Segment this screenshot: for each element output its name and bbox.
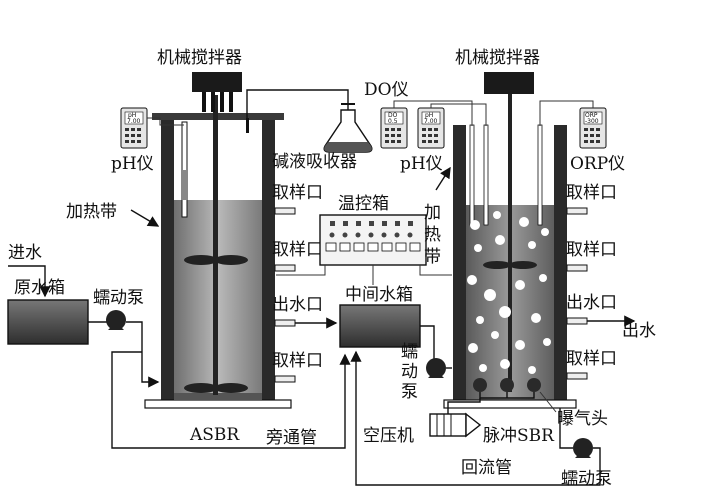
sample-port — [274, 207, 296, 215]
sample-port — [274, 264, 296, 272]
sample-port-label-5: 取样口 — [566, 240, 617, 260]
orp-meter-label: ORP仪 — [570, 154, 625, 174]
temperature-control-box — [319, 214, 427, 266]
sbr-stirrer-shaft — [508, 92, 512, 392]
temp-box-label: 温控箱 — [338, 194, 389, 214]
svg-text:-300: -300 — [585, 118, 599, 125]
pump-2-label-1: 蠕 — [401, 342, 418, 362]
svg-text:pH: pH — [128, 112, 136, 119]
sbr-orp-probe — [537, 124, 543, 226]
aeration-bubbles — [467, 211, 551, 374]
svg-text:7.00: 7.00 — [127, 118, 141, 125]
raw-tank-label: 原水箱 — [14, 278, 65, 298]
outlet-port — [274, 319, 296, 327]
mixer-right-label: 机械搅拌器 — [455, 48, 540, 68]
asbr-label: ASBR — [189, 425, 240, 445]
inlet-label: 进水 — [8, 243, 42, 263]
raw-water-tank — [7, 299, 89, 345]
svg-text:pH: pH — [425, 112, 433, 119]
svg-text:7.00: 7.00 — [424, 118, 438, 125]
pump-1-label: 蠕动泵 — [93, 288, 144, 308]
ph-left-label: pH仪 — [111, 154, 154, 174]
peristaltic-pump-2 — [426, 358, 446, 378]
bypass-label: 旁通管 — [266, 428, 317, 448]
heating-band-right-1: 加 — [424, 203, 441, 223]
asbr-stirrer-shaft — [213, 95, 218, 395]
asbr-reactor — [144, 95, 292, 409]
asbr-impeller-lower — [184, 383, 218, 393]
mixer-left-label: 机械搅拌器 — [157, 48, 242, 68]
mixer-right — [484, 72, 534, 94]
sample-port-label-6: 取样口 — [566, 349, 617, 369]
asbr-base — [144, 399, 292, 409]
aerator-head-2 — [500, 378, 514, 392]
svg-text:0.5: 0.5 — [388, 118, 398, 125]
ph-meter-right: pH 7.00 — [417, 107, 445, 149]
pulse-sbr-reactor — [443, 92, 577, 409]
pulse-sbr-label: 脉冲SBR — [483, 426, 555, 446]
mixer-left — [192, 72, 242, 112]
outlet-port-label-1: 出水口 — [272, 295, 323, 315]
sbr-do-probe — [469, 124, 475, 226]
svg-text:ORP: ORP — [585, 112, 598, 119]
aerator-head-3 — [527, 378, 541, 392]
ph-meter-left: pH 7.00 — [120, 107, 148, 149]
sbr-ports — [566, 207, 588, 380]
do-meter-label: DO仪 — [364, 80, 409, 100]
sbr-ph-probe — [483, 124, 489, 226]
peristaltic-pump-3 — [573, 438, 593, 458]
pump-2-label-3: 泵 — [401, 382, 418, 402]
pump-3-label: 蠕动泵 — [561, 469, 612, 489]
do-meter: DO 0.5 — [380, 107, 408, 149]
heating-band-right-3: 带 — [424, 247, 441, 267]
sbr-base — [443, 399, 577, 409]
asbr-ports — [274, 207, 296, 383]
middle-water-tank — [339, 304, 421, 348]
compressor-label: 空压机 — [363, 426, 414, 446]
peristaltic-pump-1 — [106, 310, 126, 330]
ph-right-label: pH仪 — [400, 154, 443, 174]
sbr-wall-left — [453, 125, 466, 400]
effluent-label: 出水 — [622, 321, 656, 341]
asbr-wall-left — [161, 118, 174, 400]
sample-port-label-1: 取样口 — [272, 183, 323, 203]
sample-port — [274, 375, 296, 383]
svg-text:DO: DO — [388, 112, 398, 119]
middle-tank-label: 中间水箱 — [345, 285, 413, 305]
alkali-absorber-label: 碱液吸收器 — [272, 152, 357, 172]
heating-band-right-2: 热 — [424, 225, 441, 245]
asbr-wall-right — [262, 118, 275, 400]
aerator-head-1 — [473, 378, 487, 392]
return-pipe-label: 回流管 — [461, 458, 512, 478]
asbr-impeller-upper — [184, 255, 218, 265]
alkali-absorber-flask — [323, 103, 373, 153]
heating-band-left-label: 加热带 — [66, 202, 117, 222]
orp-meter: ORP -300 — [579, 107, 607, 149]
outlet-port-label-2: 出水口 — [566, 293, 617, 313]
aerator-label: 曝气头 — [557, 409, 608, 429]
asbr-ph-probe — [181, 121, 188, 218]
sample-port-label-2: 取样口 — [272, 240, 323, 260]
sbr-wall-right — [554, 125, 567, 400]
sample-port-label-4: 取样口 — [566, 183, 617, 203]
sample-port-label-3: 取样口 — [272, 351, 323, 371]
pump-2-label-2: 动 — [401, 362, 418, 382]
air-compressor — [429, 412, 482, 438]
